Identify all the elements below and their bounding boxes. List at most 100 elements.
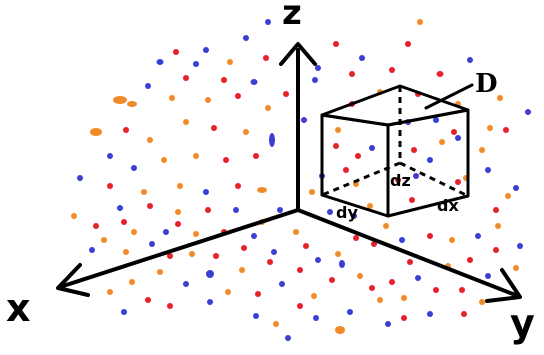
particle-red xyxy=(493,247,499,253)
particle-orange xyxy=(497,95,503,101)
z-axis-label: z xyxy=(282,0,302,33)
particle-blue xyxy=(253,313,259,319)
particle-blue xyxy=(203,189,209,195)
particle-orange xyxy=(273,321,279,327)
particle-blue xyxy=(415,275,421,281)
volume-element-box xyxy=(320,84,470,218)
particle-red xyxy=(183,75,189,81)
box-top-face xyxy=(320,84,470,127)
particle-orange xyxy=(193,153,199,159)
particle-blue xyxy=(251,233,257,239)
particle-orange xyxy=(439,139,445,145)
particle-red xyxy=(147,203,153,209)
particle-orange xyxy=(335,326,345,334)
dx-label: dx xyxy=(437,196,459,215)
particle-blue xyxy=(315,257,321,263)
particle-orange xyxy=(293,229,299,235)
particle-blue xyxy=(265,19,271,25)
particle-blue xyxy=(359,55,365,61)
particle-blue xyxy=(467,57,473,63)
particle-orange xyxy=(177,183,183,189)
particle-red xyxy=(395,177,401,183)
particle-blue xyxy=(475,233,481,239)
particle-orange xyxy=(265,105,271,111)
particle-orange xyxy=(479,299,485,305)
particle-blue xyxy=(427,311,433,317)
particle-blue xyxy=(131,165,137,171)
particle-blue xyxy=(193,61,199,67)
particle-red xyxy=(409,197,415,203)
particle-orange xyxy=(335,127,341,133)
particle-red xyxy=(405,41,411,47)
particle-blue xyxy=(301,117,307,123)
particle-orange xyxy=(131,229,137,235)
particle-blue xyxy=(243,35,249,41)
x-axis xyxy=(58,208,300,289)
box-hidden-edge-left xyxy=(321,161,401,197)
box-hidden-edge-right xyxy=(399,161,469,198)
particle-blue xyxy=(485,167,491,173)
particle-blue xyxy=(277,207,283,213)
particle-orange xyxy=(487,125,493,131)
particle-blue xyxy=(455,135,461,141)
y-axis-label: y xyxy=(510,301,535,345)
particle-orange xyxy=(189,251,195,257)
particle-orange xyxy=(205,97,211,103)
particle-cloud xyxy=(71,19,531,341)
particle-red xyxy=(167,303,173,309)
particle-red xyxy=(263,55,269,61)
particle-red xyxy=(355,153,361,159)
particle-red xyxy=(461,311,467,317)
particle-red xyxy=(371,241,377,247)
particle-orange xyxy=(141,189,147,195)
dy-label: dy xyxy=(336,203,358,222)
particle-blue xyxy=(525,109,531,115)
particle-red xyxy=(427,233,433,239)
particle-red xyxy=(411,147,417,153)
particle-red xyxy=(349,71,355,77)
particle-orange xyxy=(309,189,315,195)
particle-red xyxy=(175,221,181,227)
particle-orange xyxy=(383,223,389,229)
particle-orange xyxy=(449,237,455,243)
particle-red xyxy=(93,223,99,229)
particle-blue xyxy=(315,65,321,71)
particle-red xyxy=(283,91,289,97)
particle-blue xyxy=(312,77,318,83)
particle-blue xyxy=(279,281,285,287)
particle-blue xyxy=(107,153,113,159)
particle-orange xyxy=(243,129,249,135)
particle-blue xyxy=(313,315,319,321)
particle-blue xyxy=(203,47,209,53)
particle-red xyxy=(455,179,461,185)
particle-blue xyxy=(327,209,333,215)
x-axis-label: x xyxy=(6,286,31,330)
particle-orange xyxy=(107,289,113,295)
particle-blue xyxy=(156,59,164,65)
y-axis xyxy=(296,208,520,298)
particle-orange xyxy=(377,297,383,303)
particle-blue xyxy=(77,175,83,181)
particle-red xyxy=(436,71,444,77)
x-axis-arrowhead xyxy=(56,263,90,297)
particle-blue xyxy=(517,243,523,249)
particle-red xyxy=(333,41,339,47)
particle-blue xyxy=(206,270,214,278)
particle-orange xyxy=(495,223,501,229)
particle-blue xyxy=(233,207,239,213)
particle-red xyxy=(333,143,339,149)
particle-blue xyxy=(250,79,258,85)
particle-red xyxy=(433,287,439,293)
particle-orange xyxy=(71,213,77,219)
particle-blue xyxy=(433,117,439,123)
particle-red xyxy=(503,127,509,133)
particle-blue xyxy=(413,173,419,179)
particle-blue xyxy=(385,321,391,327)
particle-orange xyxy=(479,147,485,153)
d-pointer-line xyxy=(424,83,474,110)
particle-orange xyxy=(90,128,102,136)
particle-orange xyxy=(101,237,107,243)
particle-orange xyxy=(239,267,245,273)
z-axis-arrowhead xyxy=(279,42,317,66)
